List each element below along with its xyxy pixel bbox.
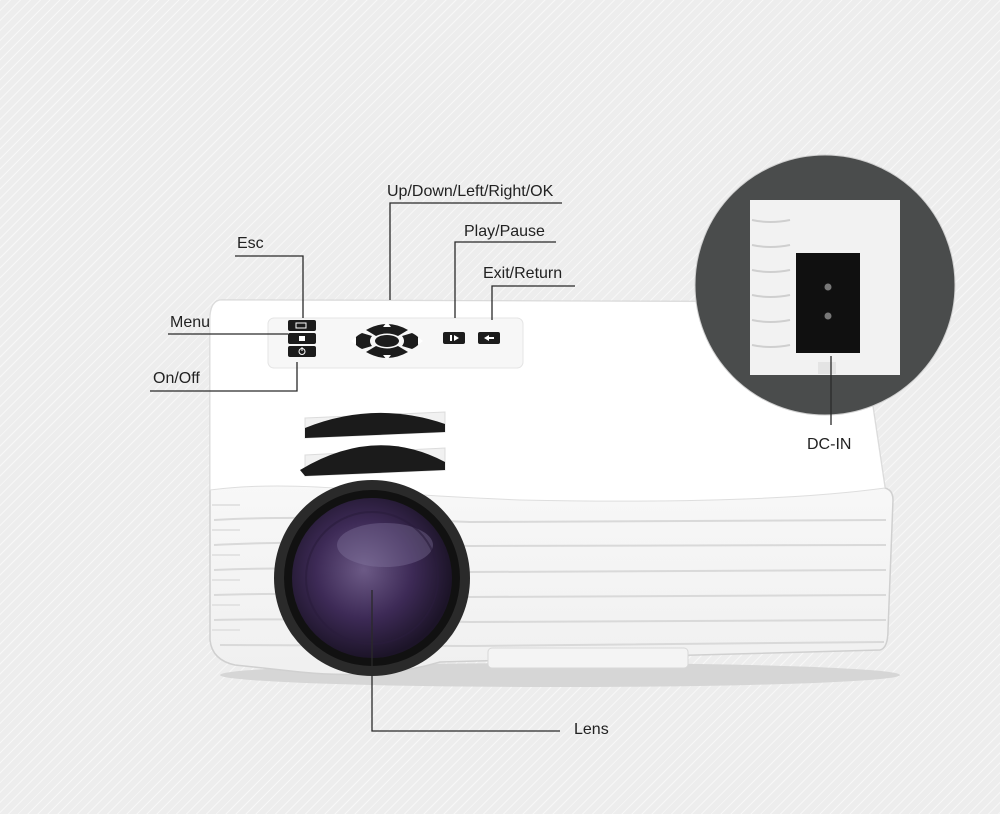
callout-menu: Menu [170,314,211,331]
esc-button[interactable] [288,320,316,331]
callout-dpad: Up/Down/Left/Right/OK [387,183,554,200]
dc-in-inset [694,154,956,416]
callout-lens: Lens [574,721,609,738]
callout-esc: Esc [237,235,264,252]
dc-jack-icon [824,283,832,320]
callout-on-off: On/Off [153,370,200,387]
callout-exit-return: Exit/Return [483,265,563,282]
lens [274,480,470,676]
dpad[interactable] [351,322,423,360]
leader-lines [150,202,832,732]
callout-dc-in: DC-IN [807,436,852,453]
callout-play-pause: Play/Pause [464,223,545,240]
power-button[interactable] [288,346,316,357]
play-pause-button[interactable] [443,332,465,344]
control-panel [267,317,524,369]
exit-return-button[interactable] [478,332,500,344]
menu-button[interactable] [288,333,316,344]
vent-grille [300,411,446,477]
